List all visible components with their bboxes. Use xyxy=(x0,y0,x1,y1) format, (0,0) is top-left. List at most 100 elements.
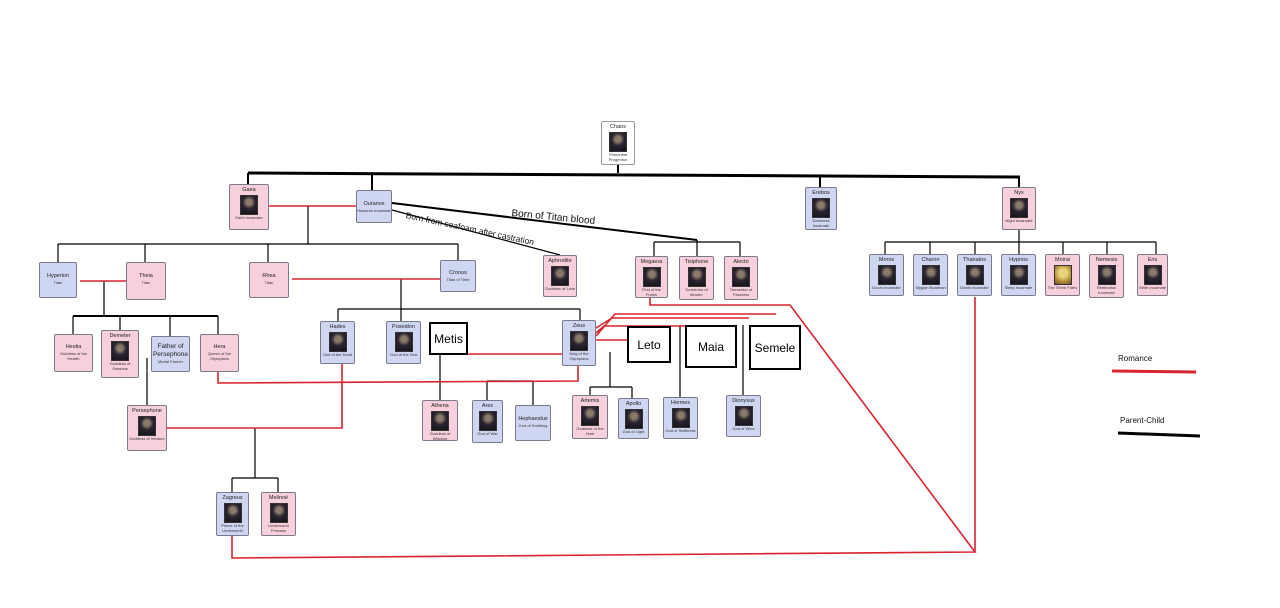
node-title: Queen of the Olympians xyxy=(207,351,232,361)
node-gaea: Gaea Earth Incarnate xyxy=(229,184,269,230)
portrait xyxy=(671,408,690,428)
node-apollo: Apollo God of Light xyxy=(618,398,649,439)
node-dionysus: Dionysus God of Wine xyxy=(726,395,761,437)
node-hypnos: Hypnos Sleep Incarnate xyxy=(1001,254,1036,296)
node-name: Aphrodite xyxy=(548,258,572,264)
node-cronus: Cronus Titan of Time xyxy=(440,260,476,292)
legend-parent-child-label: Parent-Child xyxy=(1120,416,1165,425)
node-demeter: Demeter Goddess of Seasons xyxy=(101,330,139,378)
portrait xyxy=(642,267,661,287)
portrait xyxy=(111,341,129,361)
node-name: Leto xyxy=(637,338,661,352)
node-title: Primordial Progenitor xyxy=(608,152,628,162)
node-title: Goddess of Seasons xyxy=(109,361,131,371)
portrait xyxy=(431,411,449,431)
portrait xyxy=(240,195,258,215)
node-title: Goddess of Verdure xyxy=(129,436,165,441)
node-title: Titan of Time xyxy=(446,277,470,282)
node-rhea: Rhea Titan xyxy=(249,262,289,298)
node-name: Alecto xyxy=(733,259,749,265)
node-father-of-persephone: Father of Persephone Mortal Farmer xyxy=(151,336,190,372)
node-name: Moirai xyxy=(1055,257,1070,263)
node-title: God of the Dead xyxy=(322,352,353,357)
node-name: Athena xyxy=(431,403,449,409)
node-title: Titan xyxy=(264,280,274,285)
parent-child-lines xyxy=(57,165,1157,492)
node-name: Chaos xyxy=(610,124,626,130)
node-title: Goddess of the Hunt xyxy=(576,426,604,436)
node-title: Tormentor of Murder xyxy=(685,287,708,297)
portrait xyxy=(328,332,347,352)
portrait xyxy=(223,503,242,523)
node-athena: Athena Goddess of Wisdom xyxy=(422,400,458,441)
node-name: Thanatos xyxy=(963,257,986,263)
node-name: Cronus xyxy=(449,270,467,276)
node-name: Tisiphone xyxy=(684,259,709,265)
node-title: Stygian Boatman xyxy=(915,285,946,290)
node-chaos: Chaos Primordial Progenitor xyxy=(601,121,635,165)
node-name: Apollo xyxy=(625,401,642,407)
node-title: Strife Incarnate xyxy=(1138,285,1167,290)
portrait xyxy=(921,265,940,285)
node-title: The Three Fates xyxy=(1047,285,1078,290)
node-moirai: Moirai The Three Fates xyxy=(1045,254,1080,296)
node-title: Goddess of Love xyxy=(544,286,576,291)
node-leto: Leto xyxy=(627,326,671,363)
node-title: God of the Sea xyxy=(390,352,417,357)
node-name: Moros xyxy=(878,257,895,263)
node-name: Metis xyxy=(434,332,463,346)
node-title: God of Wine xyxy=(732,426,755,431)
node-name: Artemis xyxy=(580,398,600,404)
node-title: King of the Olympians xyxy=(569,351,589,361)
legend-lines xyxy=(1111,369,1201,438)
node-title: God of Smithing xyxy=(518,423,548,428)
node-name: Nemesis xyxy=(1095,257,1118,263)
node-name: Dionysus xyxy=(732,398,755,404)
node-name: Nyx xyxy=(1014,190,1024,196)
node-metis: Metis xyxy=(429,322,468,355)
node-title: Sleep Incarnate xyxy=(1004,285,1033,290)
portrait xyxy=(734,406,753,426)
node-title: Death Incarnate xyxy=(960,285,989,290)
node-title: Retribution Incarnate xyxy=(1096,285,1117,295)
node-nyx: Nyx Night Incarnate xyxy=(1002,187,1036,230)
portrait xyxy=(1143,265,1162,285)
node-name: Persephone xyxy=(132,408,162,414)
node-name: Hermes xyxy=(670,400,691,406)
legend-romance-label: Romance xyxy=(1118,354,1153,363)
node-megaera: Megaera First of the Furies xyxy=(635,256,668,298)
node-name: Erebos xyxy=(812,190,830,196)
node-name: Rhea xyxy=(262,273,276,279)
portrait xyxy=(877,265,896,285)
node-melinoe: Melinoë Underworld Princess xyxy=(261,492,296,536)
node-title: Titan xyxy=(141,280,151,285)
node-title: Goddess of the Hearth xyxy=(59,351,88,361)
node-name: Hera xyxy=(213,344,226,350)
portrait xyxy=(812,198,830,218)
node-maia: Maia xyxy=(685,325,737,368)
node-name: Zeus xyxy=(572,323,586,329)
node-title: God of Light xyxy=(622,429,645,434)
node-hades: Hades God of the Dead xyxy=(320,321,355,364)
node-title: Doom Incarnate xyxy=(872,285,901,290)
node-thanatos: Thanatos Death Incarnate xyxy=(957,254,992,296)
node-tisiphone: Tisiphone Tormentor of Murder xyxy=(679,256,714,300)
node-erebos: Erebos Darkness Incarnate xyxy=(805,187,837,230)
node-title: Darkness Incarnate xyxy=(812,218,830,228)
node-eris: Eris Strife Incarnate xyxy=(1137,254,1168,296)
node-aphrodite: Aphrodite Goddess of Love xyxy=(543,255,577,297)
portrait xyxy=(965,265,984,285)
portrait xyxy=(732,267,750,287)
node-hera: Hera Queen of the Olympians xyxy=(200,334,239,372)
node-title: Titan xyxy=(53,280,63,285)
node-theia: Theia Titan xyxy=(126,262,166,300)
node-title: God of War xyxy=(477,431,498,436)
node-semele: Semele xyxy=(749,325,801,370)
portrait xyxy=(478,411,497,431)
node-name: Father of Persephone xyxy=(152,343,189,358)
portrait xyxy=(394,332,413,352)
node-name: Theia xyxy=(139,273,153,279)
portrait xyxy=(269,503,288,523)
portrait xyxy=(609,132,627,152)
